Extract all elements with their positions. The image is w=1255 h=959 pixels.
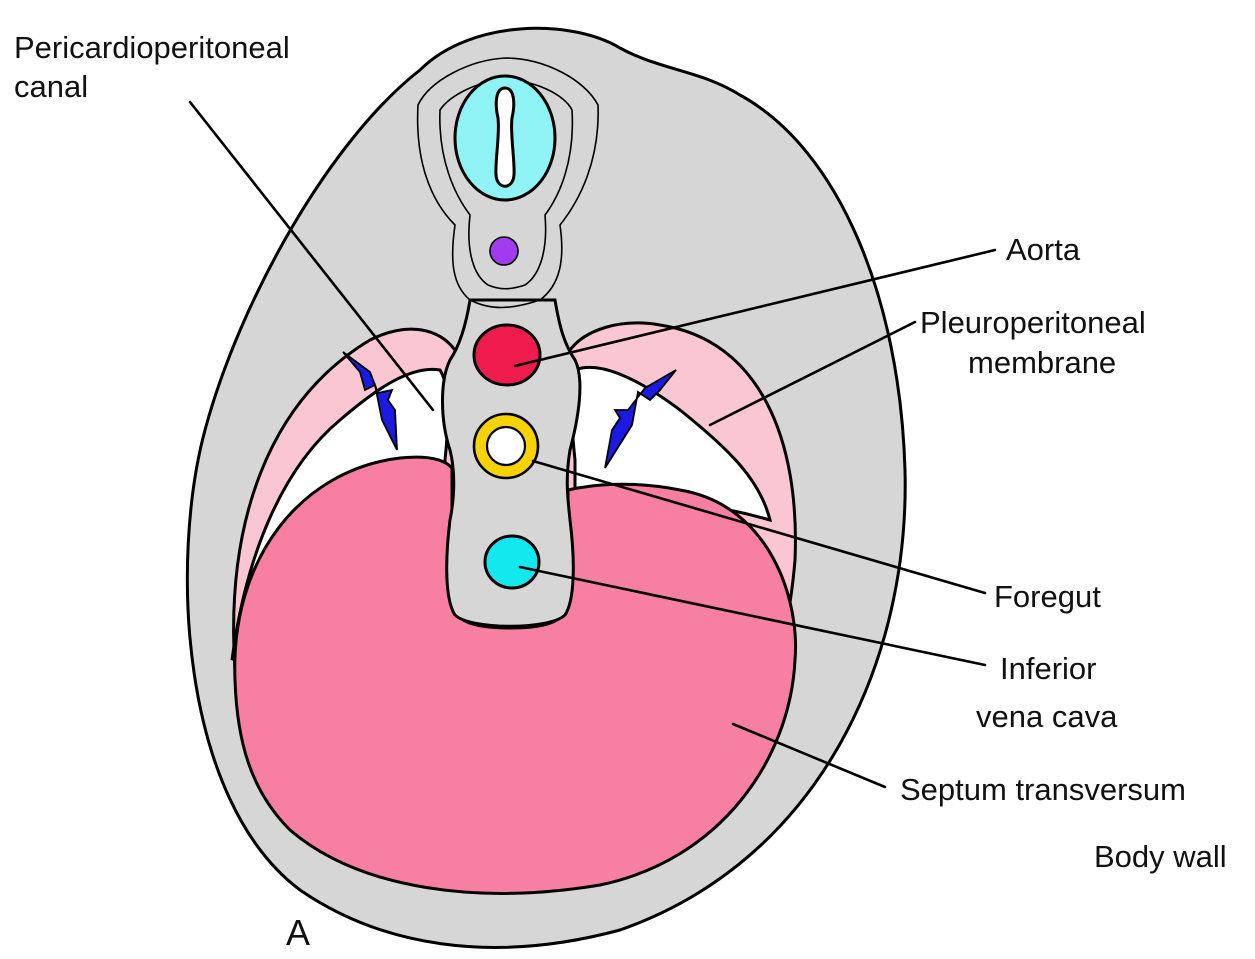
label-ivc-line2: vena cava	[976, 699, 1118, 734]
label-pericardioperitoneal-line1: Pericardioperitoneal	[14, 30, 290, 65]
label-body-wall: Body wall	[1094, 839, 1227, 874]
notochord	[490, 237, 518, 265]
foregut-lumen	[487, 427, 525, 465]
label-septum-transversum: Septum transversum	[900, 772, 1186, 807]
label-aorta: Aorta	[1006, 232, 1081, 267]
neural-canal	[496, 88, 514, 186]
aorta	[474, 325, 540, 385]
inferior-vena-cava	[485, 536, 539, 588]
label-pericardioperitoneal-line2: canal	[14, 69, 88, 104]
panel-label: A	[286, 912, 310, 953]
label-pleuroperitoneal-line1: Pleuroperitoneal	[920, 305, 1146, 340]
label-foregut: Foregut	[994, 579, 1101, 614]
label-ivc-line1: Inferior	[1000, 651, 1096, 686]
label-pleuroperitoneal-line2: membrane	[968, 345, 1116, 380]
